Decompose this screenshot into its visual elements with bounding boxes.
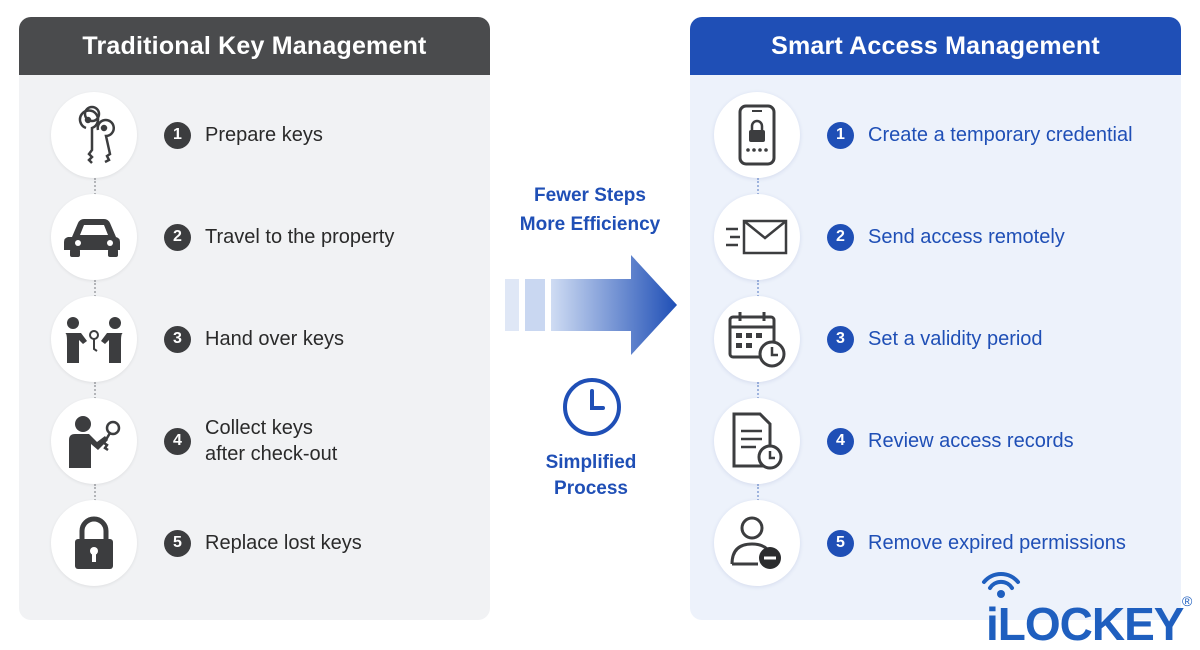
step-connector [757, 280, 759, 300]
step-connector [757, 382, 759, 402]
step-number: 3 [827, 325, 854, 353]
document-clock-icon [714, 398, 800, 484]
calendar-clock-icon [714, 296, 800, 382]
step-label: Replace lost keys [205, 532, 362, 554]
ilockey-logo: iLOCKEY ® [982, 571, 1193, 644]
step-number: 4 [164, 427, 191, 455]
phone-lock-icon [714, 92, 800, 178]
smart-step-5: 5 Remove expired permissions [714, 500, 1126, 586]
svg-text:®: ® [1182, 593, 1193, 609]
clock-icon [563, 378, 621, 436]
step-label: Prepare keys [205, 124, 323, 146]
traditional-step-2: 2 Travel to the property [51, 194, 394, 280]
step-number: 5 [164, 529, 191, 557]
padlock-icon [51, 500, 137, 586]
step-connector [757, 484, 759, 504]
traditional-step-5: 5 Replace lost keys [51, 500, 362, 586]
smart-step-2: 2 Send access remotely [714, 194, 1065, 280]
step-label-line1: Collect keys [205, 417, 313, 439]
step-connector [94, 382, 96, 402]
step-label: Send access remotely [868, 226, 1065, 248]
step-label: Travel to the property [205, 226, 395, 248]
traditional-step-4: 4 Collect keys after check-out [51, 398, 337, 484]
user-remove-icon [714, 500, 800, 586]
traditional-step-1: 1 Prepare keys [51, 92, 323, 178]
step-label: Hand over keys [205, 328, 344, 350]
step-label: Remove expired permissions [868, 532, 1126, 554]
smart-step-3: 3 Set a validity period [714, 296, 1043, 382]
smart-step-4: 4 Review access records [714, 398, 1074, 484]
svg-text:iLOCKEY: iLOCKEY [986, 598, 1184, 644]
traditional-panel-title: Traditional Key Management [19, 17, 490, 75]
step-number: 1 [164, 121, 191, 149]
traditional-step-3: 3 Hand over keys [51, 296, 344, 382]
collect-key-icon [51, 398, 137, 484]
step-label: Create a temporary credential [868, 124, 1133, 146]
traditional-panel: Traditional Key Management 1 Prepare key… [19, 17, 490, 620]
step-label: Collect keys after check-out [205, 415, 337, 467]
smart-panel-title: Smart Access Management [690, 17, 1181, 75]
step-number: 1 [827, 121, 854, 149]
smart-panel: Smart Access Management 1 Create a tempo… [690, 17, 1181, 620]
step-connector [94, 484, 96, 504]
step-label: Review access records [868, 430, 1074, 452]
step-connector [757, 178, 759, 198]
step-number: 5 [827, 529, 854, 557]
caption-line: Fewer Steps [534, 185, 646, 206]
step-number: 4 [827, 427, 854, 455]
step-label-line2: after check-out [205, 443, 338, 465]
efficiency-caption: Fewer Steps More Efficiency [505, 181, 675, 239]
step-number: 3 [164, 325, 191, 353]
caption-line: Process [554, 478, 628, 499]
step-connector [94, 280, 96, 300]
step-number: 2 [164, 223, 191, 251]
keys-icon [51, 92, 137, 178]
caption-line: Simplified [545, 452, 637, 473]
smart-step-1: 1 Create a temporary credential [714, 92, 1133, 178]
transition-arrow-icon [505, 255, 677, 355]
car-icon [51, 194, 137, 280]
caption-line: More Efficiency [519, 214, 661, 235]
step-number: 2 [827, 223, 854, 251]
step-connector [94, 178, 96, 198]
step-label: Set a validity period [868, 328, 1043, 350]
simplified-caption: Simplified Process [505, 450, 677, 502]
envelope-icon [714, 194, 800, 280]
handover-icon [51, 296, 137, 382]
